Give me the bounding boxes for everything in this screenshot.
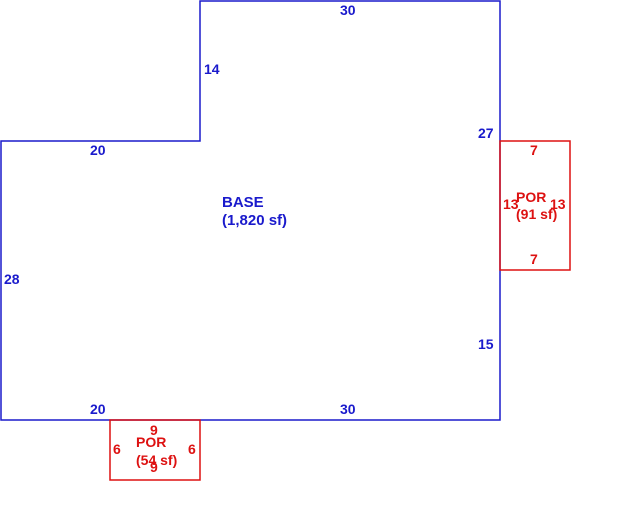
porch-south-dim-top: 9 xyxy=(150,422,158,438)
porch-south-outline xyxy=(109,419,201,481)
base-dim-top: 30 xyxy=(340,2,356,18)
porch-east-outline xyxy=(499,140,571,271)
porch-south-dim-bottom: 9 xyxy=(150,459,158,475)
base-dim-bottom-right: 30 xyxy=(340,401,356,417)
base-dim-step-vertical: 14 xyxy=(204,61,220,77)
porch-east-dim-bottom: 7 xyxy=(530,251,538,267)
porch-south-area-label: (54 sf) xyxy=(136,452,177,468)
base-name-label: BASE xyxy=(222,194,264,211)
base-outline xyxy=(0,0,501,421)
porch-south-name-label: POR xyxy=(136,434,166,450)
porch-east-dim-right: 13 xyxy=(550,196,566,212)
porch-south-dim-right: 6 xyxy=(188,441,196,457)
porch-east-name-label: POR xyxy=(516,189,546,205)
porch-east-dim-left: 13 xyxy=(503,196,519,212)
porch-east-area-label: (91 sf) xyxy=(516,206,557,222)
base-dim-right-upper: 27 xyxy=(478,125,494,141)
base-dim-right-lower: 15 xyxy=(478,336,494,352)
porch-east-dim-top: 7 xyxy=(530,142,538,158)
base-dim-left: 28 xyxy=(4,271,20,287)
base-dim-bottom-left: 20 xyxy=(90,401,106,417)
base-area-label: (1,820 sf) xyxy=(222,212,287,229)
porch-south-dim-left: 6 xyxy=(113,441,121,457)
base-dim-step-horizontal: 20 xyxy=(90,142,106,158)
